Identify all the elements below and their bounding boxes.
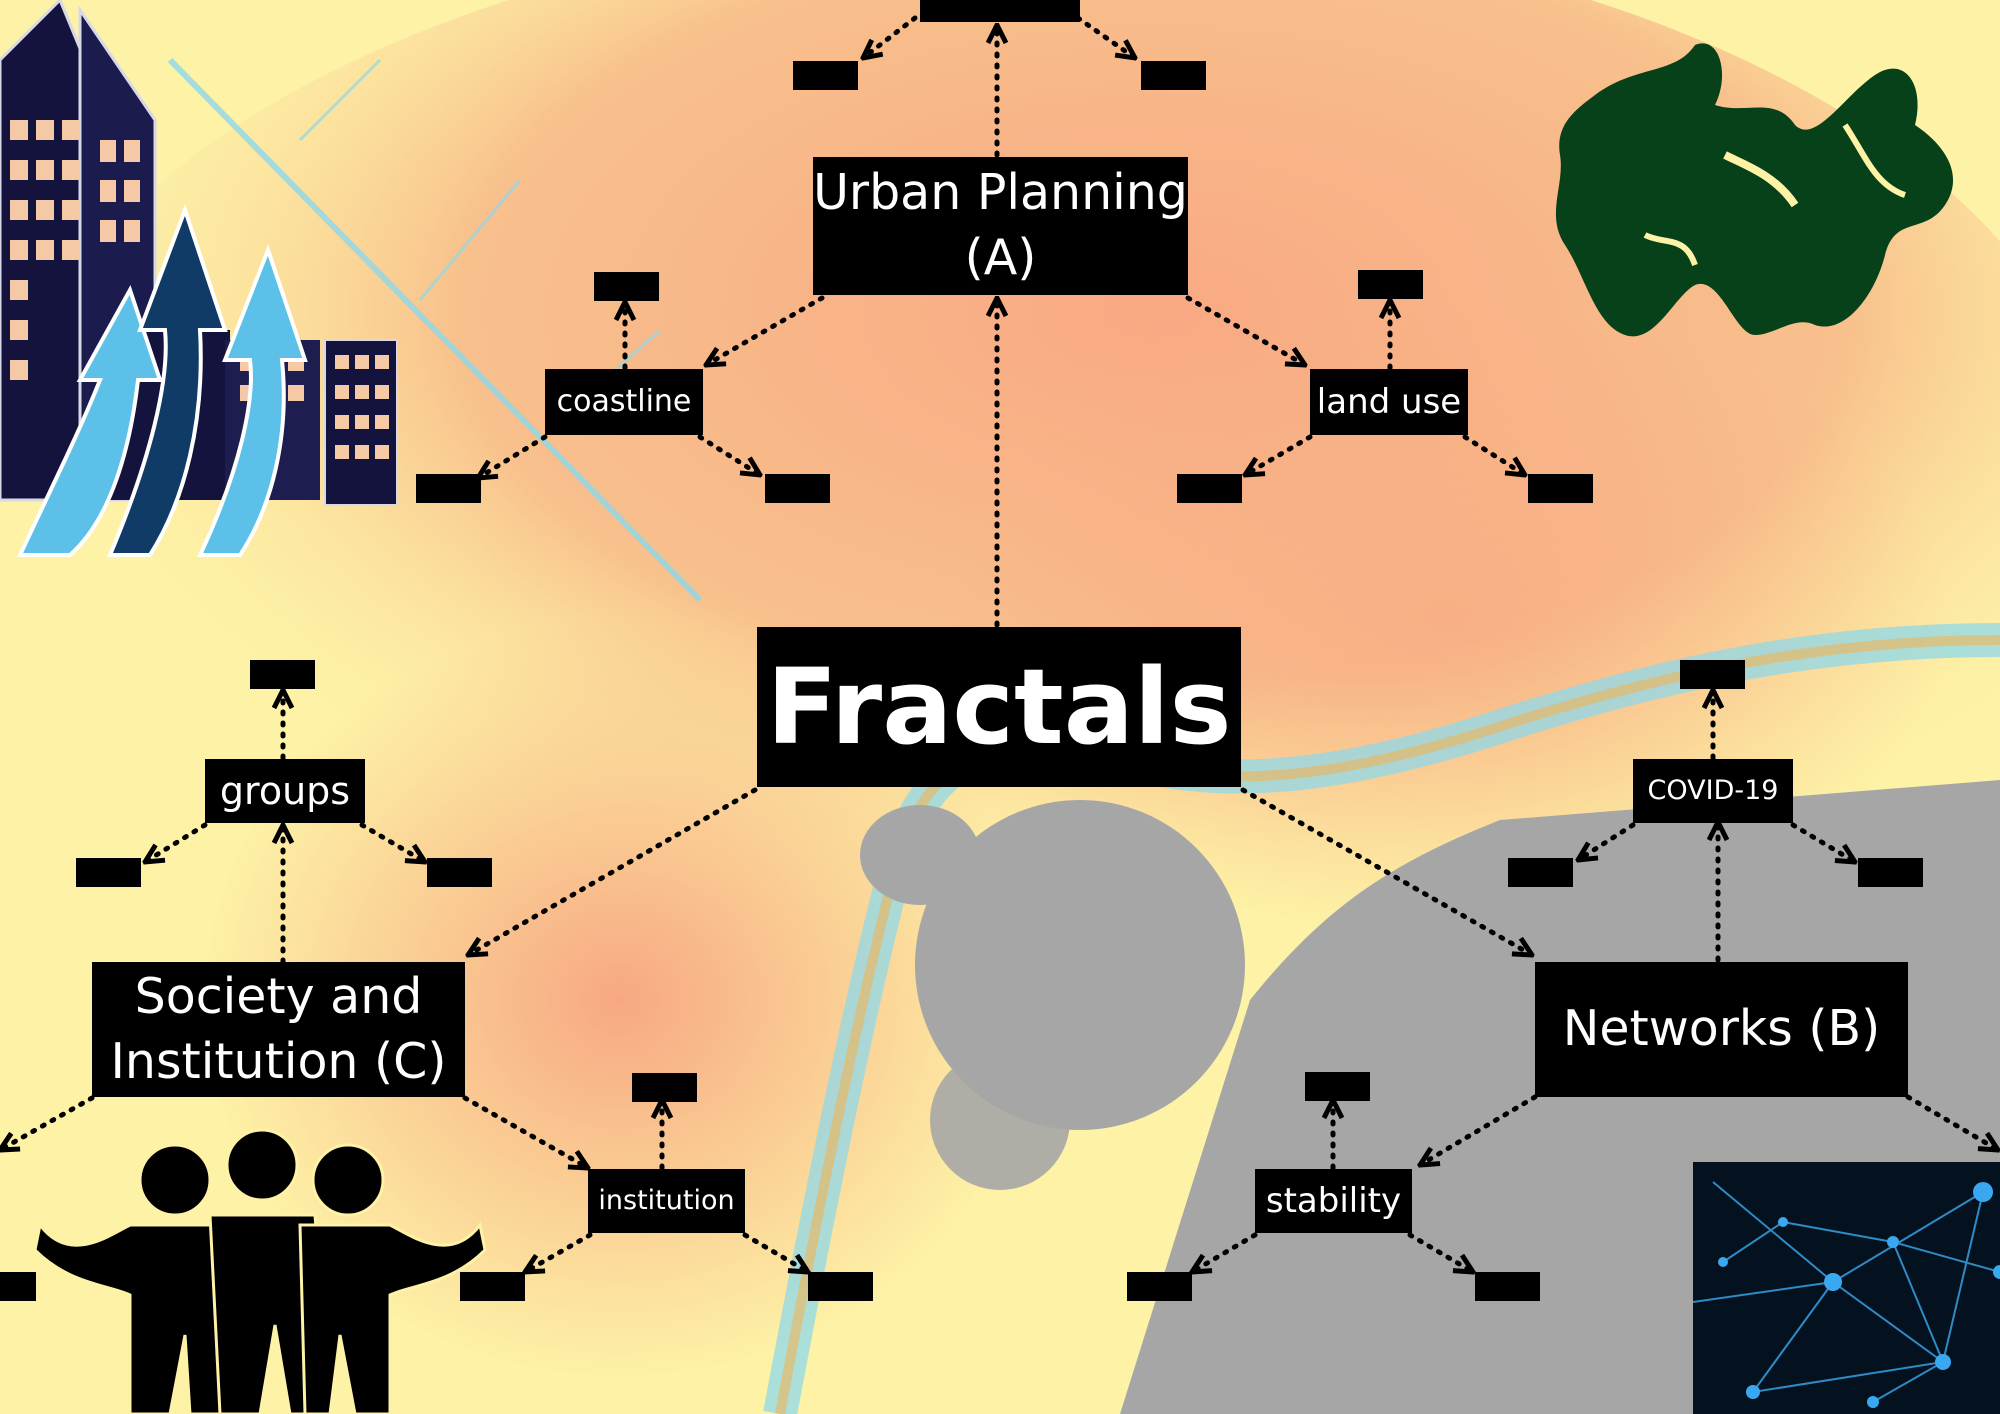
subtopic-land-use-box: land use bbox=[1310, 369, 1468, 435]
subtopic-stability-box: stability bbox=[1255, 1169, 1412, 1233]
branch-society-label: Society and Institution (C) bbox=[110, 967, 447, 1090]
subtopic-coastline-box: coastline bbox=[545, 369, 703, 435]
central-topic-box: Fractals bbox=[757, 627, 1241, 787]
subtopic-groups-box: groups bbox=[205, 759, 365, 823]
network-graph-icon bbox=[1693, 1162, 2000, 1414]
placeholder-box bbox=[765, 474, 830, 503]
placeholder-box bbox=[1528, 474, 1593, 503]
placeholder-box bbox=[1358, 270, 1423, 299]
land-map-icon bbox=[1555, 43, 1954, 337]
placeholder-box bbox=[1141, 61, 1206, 90]
placeholder-box bbox=[1305, 1072, 1370, 1101]
placeholder-box bbox=[416, 474, 481, 503]
placeholder-box bbox=[460, 1272, 525, 1301]
placeholder-box bbox=[1680, 660, 1745, 689]
placeholder-box bbox=[1475, 1272, 1540, 1301]
city-buildings-icon bbox=[0, 0, 398, 557]
subtopic-coastline-label: coastline bbox=[556, 384, 692, 420]
placeholder-box bbox=[1858, 858, 1923, 887]
placeholder-box bbox=[808, 1272, 873, 1301]
people-group-icon bbox=[33, 1128, 487, 1414]
subtopic-institution-box: institution bbox=[588, 1169, 745, 1233]
placeholder-box bbox=[1508, 858, 1573, 887]
placeholder-box bbox=[250, 660, 315, 689]
placeholder-box bbox=[0, 1272, 36, 1301]
central-topic-label: Fractals bbox=[766, 646, 1232, 768]
branch-urban-planning-label: Urban Planning (A) bbox=[813, 164, 1188, 286]
subtopic-land-use-label: land use bbox=[1316, 381, 1462, 422]
placeholder-box bbox=[427, 858, 492, 887]
branch-networks-label: Networks (B) bbox=[1562, 1000, 1881, 1058]
subtopic-covid-box: COVID-19 bbox=[1633, 759, 1793, 823]
placeholder-box bbox=[76, 858, 141, 887]
branch-urban-planning-box: Urban Planning (A) bbox=[813, 157, 1188, 295]
subtopic-stability-label: stability bbox=[1265, 1180, 1402, 1221]
placeholder-box bbox=[1177, 474, 1242, 503]
placeholder-box bbox=[920, 0, 1080, 22]
branch-society-box: Society and Institution (C) bbox=[92, 962, 465, 1097]
subtopic-groups-label: groups bbox=[219, 768, 351, 813]
subtopic-institution-label: institution bbox=[598, 1185, 735, 1217]
placeholder-box bbox=[1127, 1272, 1192, 1301]
placeholder-box bbox=[632, 1073, 697, 1102]
placeholder-box bbox=[793, 61, 858, 90]
subtopic-covid-label: COVID-19 bbox=[1647, 775, 1779, 807]
branch-networks-box: Networks (B) bbox=[1535, 962, 1908, 1097]
placeholder-box bbox=[594, 272, 659, 301]
